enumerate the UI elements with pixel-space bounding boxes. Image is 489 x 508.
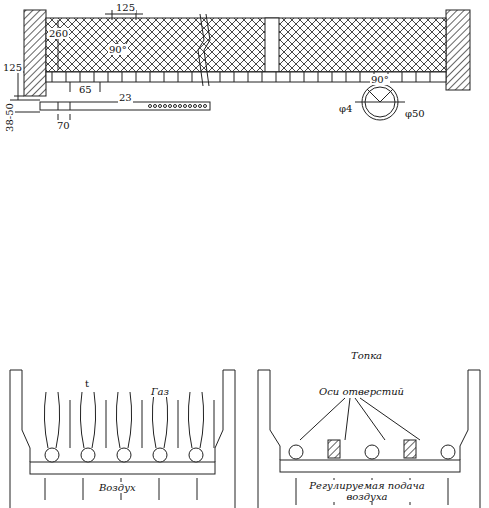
stroke <box>136 72 137 82</box>
stroke <box>153 448 167 462</box>
stroke <box>234 72 235 82</box>
stroke <box>328 440 340 458</box>
stroke <box>441 445 455 459</box>
stroke <box>56 392 60 448</box>
dimension-label: φ4 <box>338 103 353 114</box>
dimension-label: 90° <box>108 44 128 55</box>
stroke <box>199 105 202 108</box>
stroke <box>159 478 160 500</box>
stroke <box>92 392 96 448</box>
stroke <box>94 72 95 82</box>
stroke <box>81 448 95 462</box>
stroke <box>430 72 431 82</box>
stroke <box>318 72 319 82</box>
stroke <box>192 72 193 82</box>
stroke <box>128 392 132 448</box>
dimension-label: 90° <box>370 74 390 85</box>
stroke <box>184 105 187 108</box>
stroke <box>178 400 179 448</box>
stroke <box>149 105 152 108</box>
stroke <box>45 448 59 462</box>
stroke <box>122 72 123 82</box>
stroke <box>189 448 203 462</box>
stroke <box>179 105 182 108</box>
stroke <box>66 72 67 82</box>
stroke <box>332 72 333 82</box>
stroke <box>142 400 143 448</box>
stroke <box>52 72 53 82</box>
stroke <box>262 72 263 82</box>
stroke <box>80 392 84 448</box>
dimension-label: 125 <box>115 2 136 13</box>
stroke <box>152 392 156 448</box>
note-label: Топка <box>350 350 383 361</box>
stroke <box>106 400 107 448</box>
stroke <box>83 478 84 500</box>
dimension-label: 125 <box>2 62 23 73</box>
stroke <box>150 72 151 82</box>
stroke <box>45 478 46 500</box>
stroke <box>448 478 449 505</box>
note-label: Регулируемая подача воздуха <box>306 480 428 502</box>
stroke <box>159 105 162 108</box>
stroke <box>214 400 215 448</box>
stroke <box>200 392 204 448</box>
stroke <box>276 72 277 82</box>
stroke <box>360 72 361 82</box>
stroke <box>174 105 177 108</box>
dimension-label: 70 <box>56 120 71 131</box>
stroke <box>304 72 305 82</box>
dimension-label: 23 <box>118 92 133 103</box>
stroke <box>154 105 157 108</box>
stroke <box>44 392 48 448</box>
stroke <box>70 400 71 448</box>
stroke <box>346 72 347 82</box>
stroke <box>194 105 197 108</box>
dimension-label: t <box>84 378 90 389</box>
note-label: Воздух <box>98 482 137 493</box>
stroke <box>197 478 198 500</box>
stroke <box>402 72 403 82</box>
note-label: Оси отверстий <box>318 386 405 397</box>
stroke <box>164 392 168 448</box>
stroke <box>248 72 249 82</box>
dimension-label: φ50 <box>404 108 426 119</box>
note-label: Газ <box>150 386 170 397</box>
stroke <box>164 105 167 108</box>
dimension-label: 260 <box>48 28 69 39</box>
stroke <box>164 72 165 82</box>
stroke <box>289 445 303 459</box>
stroke <box>404 440 416 458</box>
stroke <box>169 105 172 108</box>
stroke <box>365 445 379 459</box>
stroke <box>220 72 221 82</box>
stroke <box>188 392 192 448</box>
stroke <box>108 72 109 82</box>
stroke <box>116 392 120 448</box>
dimension-label: 38-50 <box>4 102 15 133</box>
stroke <box>204 105 207 108</box>
dimension-label: 65 <box>78 84 93 95</box>
stroke <box>290 72 291 82</box>
stroke <box>80 72 81 82</box>
stroke <box>117 448 131 462</box>
stroke <box>416 72 417 82</box>
stroke <box>178 72 179 82</box>
stroke <box>189 105 192 108</box>
stroke <box>296 478 297 505</box>
